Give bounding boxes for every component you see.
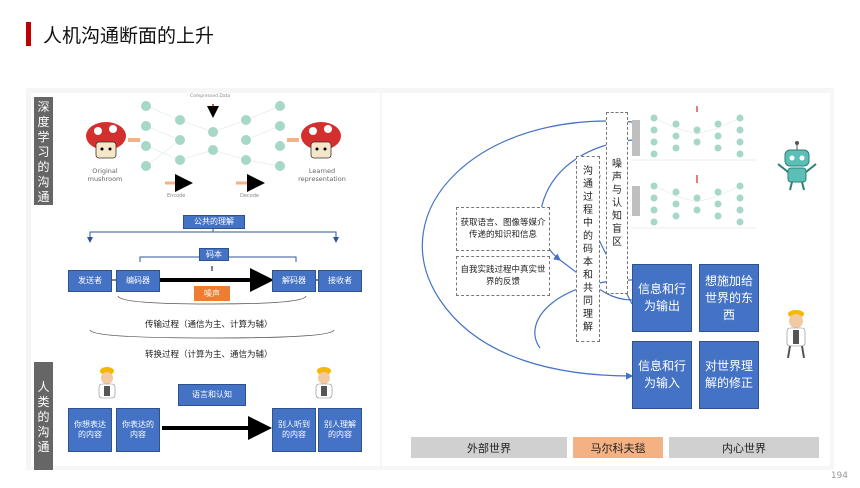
outer-world-bar: 外部世界 bbox=[411, 437, 567, 458]
worker-icon bbox=[98, 367, 116, 399]
info-input-box: 信息和行为输入 bbox=[632, 341, 692, 409]
language-cognition-box: 语言和认知 bbox=[178, 384, 246, 406]
worker-icon bbox=[786, 310, 806, 359]
compressed-data-label: Compressed Data bbox=[190, 94, 231, 99]
receiver-box: 接收者 bbox=[318, 270, 362, 292]
others-heard-box: 别人听到的内容 bbox=[272, 408, 316, 452]
codebook-region-label: 沟通过程中的码本和共同理解 bbox=[583, 165, 593, 333]
codebook-box: 码本 bbox=[199, 248, 229, 261]
inner-world-bar: 内心世界 bbox=[669, 437, 819, 458]
decode-label: Decode bbox=[240, 193, 259, 199]
impose-world-box: 想施加给世界的东西 bbox=[699, 264, 759, 332]
original-label: Original mushroom bbox=[87, 167, 123, 183]
title-accent-bar bbox=[26, 22, 31, 46]
network-nodes bbox=[650, 114, 744, 226]
page-number: 194 bbox=[830, 471, 848, 481]
info-output-box: 信息和行为输出 bbox=[632, 264, 692, 332]
noise-region-box: 噪声与认知盲区 bbox=[606, 112, 628, 294]
learned-label: Learned representation bbox=[298, 167, 346, 183]
others-understood-box: 别人理解的内容 bbox=[318, 408, 362, 452]
codebook-network bbox=[653, 117, 741, 203]
noise-region-label: 噪声与认知盲区 bbox=[612, 158, 622, 248]
noise-box: 噪声 bbox=[194, 286, 230, 301]
mushroom-icon bbox=[301, 122, 341, 159]
autoencoder-network bbox=[145, 105, 281, 167]
feedback-box: 自我实践过程中真实世界的反馈 bbox=[456, 256, 550, 296]
encode-label: Encode bbox=[167, 193, 186, 199]
network-nodes bbox=[141, 101, 285, 171]
mushroom-icon bbox=[86, 122, 126, 159]
slide-title: 人机沟通断面的上升 bbox=[26, 22, 215, 47]
sender-box: 发送者 bbox=[68, 270, 112, 292]
markov-blanket-bar: 马尔科夫毯 bbox=[573, 437, 663, 458]
conversion-label: 转换过程（计算为主、通信为辅） bbox=[145, 350, 273, 360]
encoder-box: 编码器 bbox=[116, 270, 160, 292]
codebook-region-box: 沟通过程中的码本和共同理解 bbox=[576, 156, 600, 342]
want-to-say-box: 你想表达的内容 bbox=[68, 408, 112, 452]
page-title: 人机沟通断面的上升 bbox=[43, 24, 215, 47]
robot-icon bbox=[777, 141, 817, 191]
worker-icon bbox=[315, 367, 333, 399]
section-label-deep-learning: 深度学习的沟通 bbox=[34, 97, 53, 205]
shared-understanding-box: 公共的理解 bbox=[183, 215, 245, 229]
you-said-box: 你表达的内容 bbox=[116, 408, 160, 452]
acquire-info-box: 获取语言、图像等媒介传递的知识和信息 bbox=[456, 207, 550, 251]
section-label-human: 人类的沟通 bbox=[34, 362, 53, 470]
world-correction-box: 对世界理解的修正 bbox=[699, 341, 759, 409]
decoder-box: 解码器 bbox=[272, 270, 316, 292]
transmission-label: 传输过程（通信为主、计算为辅） bbox=[145, 320, 273, 330]
